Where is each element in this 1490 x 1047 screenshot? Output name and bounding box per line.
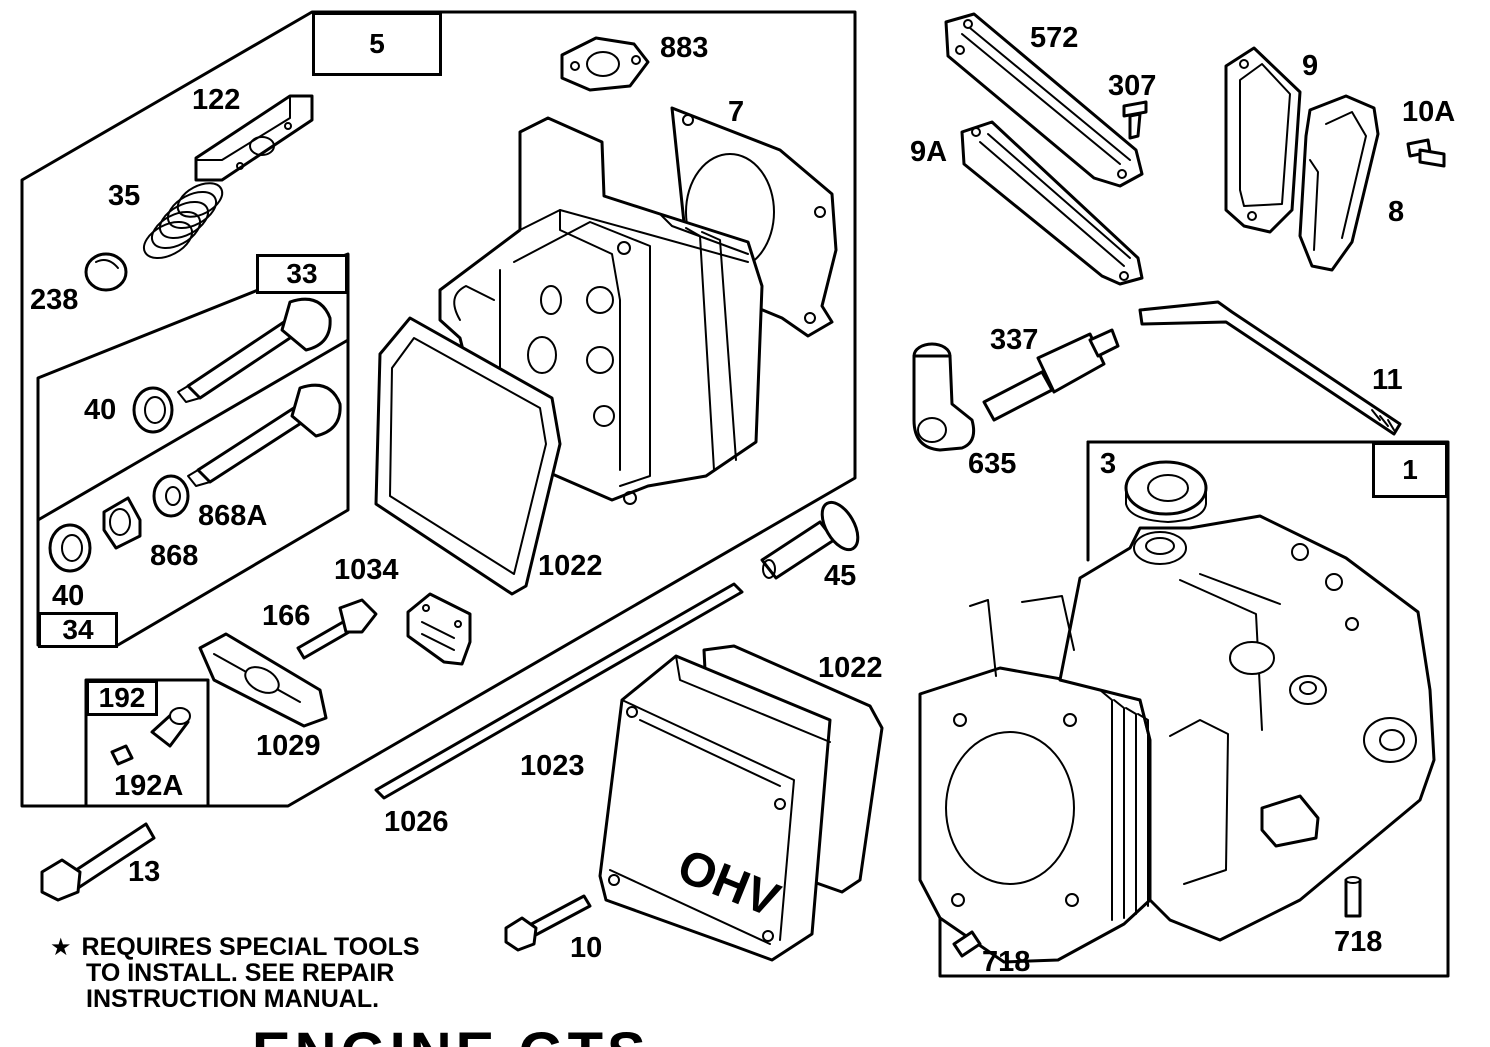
label-9a: 9A xyxy=(910,136,948,168)
label-40-lower: 40 xyxy=(52,580,85,612)
label-166: 166 xyxy=(262,600,311,632)
kit-5-number: 5 xyxy=(369,28,385,59)
kit-34-label: 34 xyxy=(38,612,118,648)
label-718-right: 718 xyxy=(1334,926,1383,958)
star-icon: ★ xyxy=(50,933,72,961)
special-tools-note: ★ REQUIRES SPECIAL TOOLS TO INSTALL. SEE… xyxy=(50,934,420,1012)
pin-718-right-drawing xyxy=(1344,876,1362,918)
seal-868-drawing xyxy=(102,496,142,550)
label-8: 8 xyxy=(1388,196,1405,228)
valve-upper-drawing xyxy=(177,297,332,403)
keeper-40-lower-drawing xyxy=(48,523,92,573)
label-337: 337 xyxy=(990,324,1039,356)
page-title: ENGINE GTS xyxy=(252,1020,650,1047)
note-line-3: INSTRUCTION MANUAL. xyxy=(86,985,380,1013)
label-122: 122 xyxy=(192,84,241,116)
kit-192-outline xyxy=(84,678,210,808)
label-868a: 868A xyxy=(198,500,268,532)
screw-307-drawing xyxy=(1122,100,1148,140)
bolt-13-drawing xyxy=(40,822,156,902)
gasket-883-drawing xyxy=(560,36,650,92)
cover-8-drawing xyxy=(1298,94,1380,272)
spacer-122-drawing xyxy=(194,94,314,182)
screw-10a-drawing xyxy=(1406,138,1446,168)
kit-1-label: 1 xyxy=(1372,442,1448,498)
label-10: 10 xyxy=(570,932,603,964)
pin-718-left-drawing xyxy=(952,930,982,958)
kit-33-label: 33 xyxy=(256,254,348,294)
kit-192-number: 192 xyxy=(98,682,146,713)
label-192a: 192A xyxy=(114,770,184,802)
gasket-9a-drawing xyxy=(960,120,1144,286)
label-7: 7 xyxy=(728,96,745,128)
washer-868a-drawing xyxy=(152,474,190,518)
gasket-9-drawing xyxy=(1224,46,1302,234)
label-238: 238 xyxy=(30,284,79,316)
tube-11-drawing xyxy=(1138,300,1402,436)
label-40-upper: 40 xyxy=(84,394,117,426)
kit-5-label: 5 xyxy=(312,12,442,76)
adjuster-192-drawing xyxy=(150,707,191,748)
plate-1034-drawing xyxy=(406,592,472,666)
label-13: 13 xyxy=(128,856,161,888)
label-868: 868 xyxy=(150,540,199,572)
rocker-1029-drawing xyxy=(198,632,328,728)
stud-166-drawing xyxy=(296,598,378,660)
seal-3-drawing xyxy=(1124,460,1208,523)
bolt-10-drawing xyxy=(504,894,592,952)
valve-lower-drawing xyxy=(187,383,342,487)
label-635: 635 xyxy=(968,448,1017,480)
kit-192-label: 192 xyxy=(86,680,158,716)
pushrod-1026-drawing xyxy=(374,582,744,800)
nut-192a-drawing xyxy=(110,744,134,766)
gasket-1022-upper-drawing xyxy=(374,316,562,596)
spring-35-drawing xyxy=(142,182,224,260)
label-45: 45 xyxy=(824,560,857,592)
boot-635-drawing xyxy=(912,342,976,452)
kit-34-number: 34 xyxy=(62,614,94,645)
kit-33-number: 33 xyxy=(286,258,318,289)
label-10a: 10A xyxy=(1402,96,1456,128)
note-line-2: TO INSTALL. SEE REPAIR xyxy=(86,959,395,987)
label-1023: 1023 xyxy=(520,750,585,782)
label-307: 307 xyxy=(1108,70,1157,102)
label-9: 9 xyxy=(1302,50,1319,82)
label-1022-upper: 1022 xyxy=(538,550,603,582)
cap-238-drawing xyxy=(84,252,128,292)
label-3: 3 xyxy=(1100,448,1117,480)
spark-plug-337-drawing xyxy=(982,328,1120,422)
label-1026: 1026 xyxy=(384,806,449,838)
kit-1-outline xyxy=(938,440,1450,978)
label-572: 572 xyxy=(1030,22,1079,54)
label-35: 35 xyxy=(108,180,141,212)
label-883: 883 xyxy=(660,32,709,64)
engine-block-drawing xyxy=(918,514,1436,964)
kit-1-number: 1 xyxy=(1402,454,1418,485)
label-1029: 1029 xyxy=(256,730,321,762)
guide-45-drawing xyxy=(760,500,860,580)
cover-1023-drawing xyxy=(598,654,832,962)
gasket-572-drawing xyxy=(944,12,1144,188)
label-718-left: 718 xyxy=(982,946,1031,978)
keeper-40-upper-drawing xyxy=(132,386,174,434)
note-line-1: REQUIRES SPECIAL TOOLS xyxy=(81,933,420,961)
label-1022-cover: 1022 xyxy=(818,652,883,684)
label-11: 11 xyxy=(1372,364,1403,396)
label-1034: 1034 xyxy=(334,554,399,586)
